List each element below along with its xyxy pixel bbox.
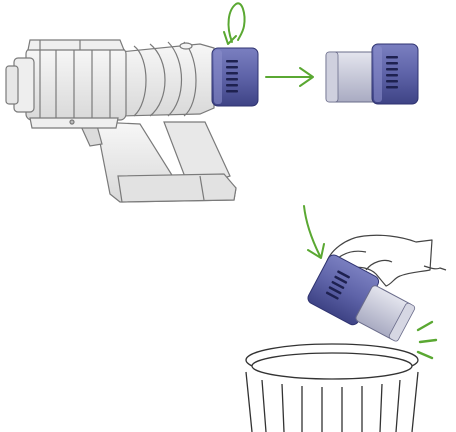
rotate-arrow-icon (223, 2, 246, 45)
filter-attached (211, 47, 259, 107)
down-arrow-icon (303, 205, 325, 259)
tap-motion-lines-icon (416, 320, 438, 360)
filter-detached (325, 43, 419, 105)
waste-bin (245, 343, 419, 432)
vacuum-cleaner (5, 39, 237, 203)
filter-tapping (307, 254, 416, 342)
right-arrow-icon (265, 67, 314, 87)
